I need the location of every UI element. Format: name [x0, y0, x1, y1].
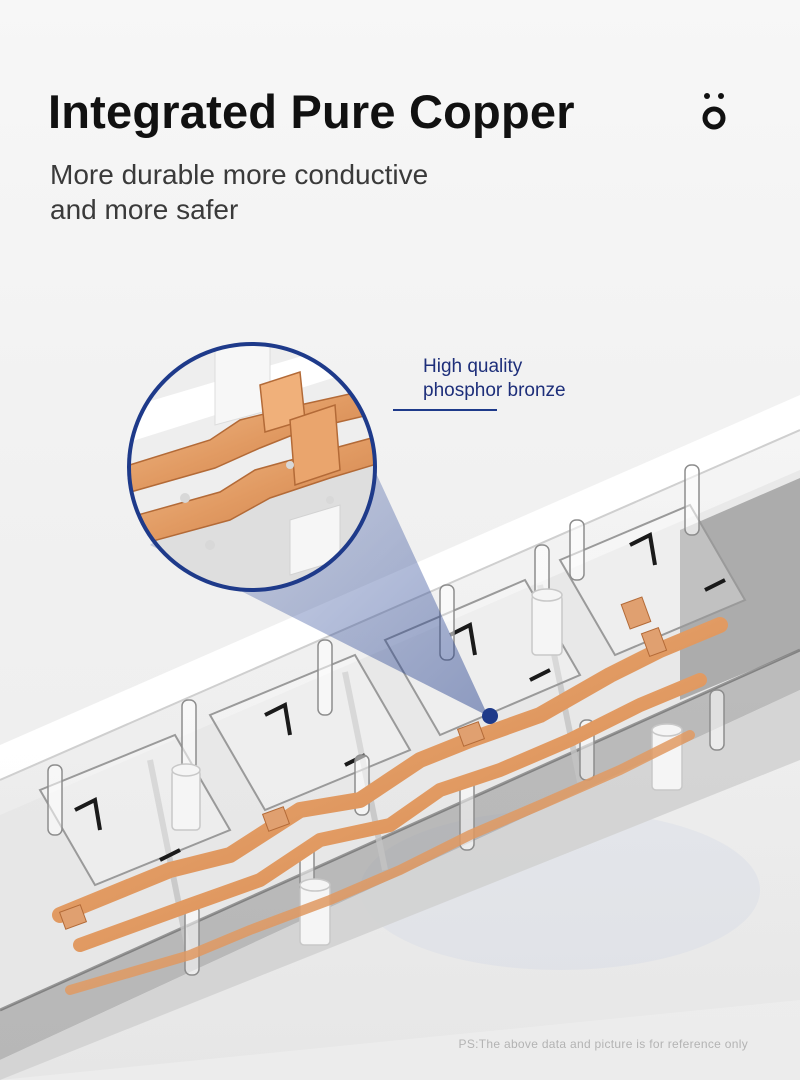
callout-dot [482, 708, 498, 724]
copper-strips [52, 617, 728, 995]
power-strip-body [0, 395, 800, 1080]
page-subtitle: More durable more conductive and more sa… [50, 157, 510, 227]
brand-logo-icon [702, 93, 726, 130]
magnified-detail [129, 344, 375, 590]
copper-tabs [58, 596, 668, 930]
callout-label: High quality phosphor bronze [423, 355, 566, 403]
disclaimer-note: PS:The above data and picture is for ref… [458, 1037, 748, 1051]
subtitle-line-1: More durable more conductive [50, 159, 429, 190]
socket-slots [74, 532, 726, 862]
callout-line-2: phosphor bronze [423, 380, 566, 401]
page-title: Integrated Pure Copper [48, 85, 575, 138]
magnifier-ring [127, 342, 377, 592]
callout-line-1: High quality [423, 356, 523, 377]
subtitle-line-2: and more safer [50, 194, 239, 225]
